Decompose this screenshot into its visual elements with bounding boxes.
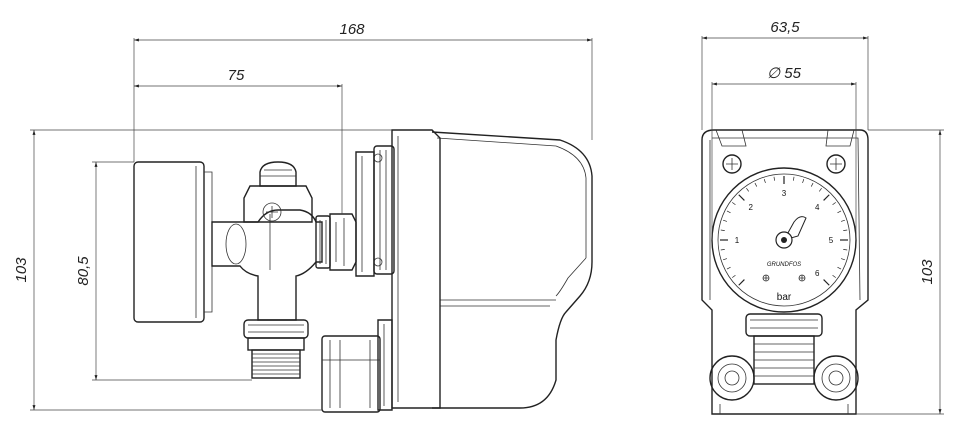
dim-height-side: 103 <box>13 129 392 411</box>
gauge-minor-tick <box>802 179 805 184</box>
front-manifold <box>709 313 859 414</box>
gauge-minor-tick <box>793 176 795 181</box>
gauge-scale-3: 3 <box>782 189 787 198</box>
gauge-unit-label: bar <box>777 292 792 303</box>
dim-diameter-label: ∅ 55 <box>767 65 802 82</box>
gauge-minor-tick <box>754 182 758 187</box>
gauge-minor-tick <box>726 266 731 270</box>
dim-inlet-height: 80,5 <box>75 161 252 381</box>
gauge-minor-tick <box>843 229 848 231</box>
gauge-screw-right-icon <box>798 274 806 282</box>
pump-housing <box>355 129 593 411</box>
gauge-minor-tick <box>720 229 725 231</box>
dim-80-5-label: 80,5 <box>75 256 92 286</box>
gauge-major-tick <box>738 279 745 286</box>
gauge-minor-tick <box>763 179 766 184</box>
gauge-ticks <box>720 176 848 286</box>
gauge-minor-tick <box>840 219 845 222</box>
gauge-needle <box>775 216 807 249</box>
dim-gauge-offset: 75 <box>134 67 343 214</box>
screw-right-icon <box>826 154 846 174</box>
gauge-scale-1: 1 <box>735 236 740 245</box>
gauge-side <box>133 161 213 323</box>
dim-75-label: 75 <box>228 67 245 84</box>
gauge-scale-4: 4 <box>815 203 820 212</box>
tee-fitting <box>211 161 357 379</box>
side-view: 168 75 103 80,5 <box>13 21 593 413</box>
gauge-minor-tick <box>832 202 836 206</box>
gauge-minor-tick <box>720 249 725 251</box>
gauge-minor-tick <box>732 202 736 206</box>
outlet-nut <box>321 335 381 413</box>
dim-height-front: 103 <box>856 129 944 415</box>
gauge-screw-left-icon <box>762 274 770 282</box>
gauge-scale-5: 5 <box>829 236 834 245</box>
gauge-scale-2: 2 <box>749 203 754 212</box>
gauge-minor-tick <box>723 258 728 261</box>
gauge-major-tick <box>823 194 830 201</box>
gauge-major-tick <box>738 194 745 201</box>
dim-gauge-diameter: ∅ 55 <box>711 65 857 240</box>
gauge-minor-tick <box>837 266 842 270</box>
front-view: 1 2 3 4 5 6 GRUNDFOS bar <box>701 19 944 415</box>
dim-103-front-label: 103 <box>919 259 936 285</box>
dim-overall-length: 168 <box>133 21 593 162</box>
gauge-minor-tick <box>837 210 842 214</box>
gauge-minor-tick <box>726 210 731 214</box>
gauge-minor-tick <box>723 219 728 222</box>
dim-width-front: 63,5 <box>701 19 869 130</box>
gauge-minor-tick <box>773 176 775 181</box>
gauge-front: 1 2 3 4 5 6 GRUNDFOS bar <box>711 167 857 313</box>
gauge-minor-tick <box>818 188 822 192</box>
dim-103-side-label: 103 <box>13 257 30 283</box>
gauge-minor-tick <box>840 258 845 261</box>
gauge-brand-label: GRUNDFOS <box>767 262 801 268</box>
screw-left-icon <box>722 154 742 174</box>
gauge-scale-6: 6 <box>815 269 820 278</box>
gauge-minor-tick <box>746 188 750 192</box>
dim-168-label: 168 <box>339 21 365 38</box>
gauge-minor-tick <box>832 274 836 278</box>
dim-63-5-label: 63,5 <box>770 19 800 36</box>
gauge-minor-tick <box>810 182 814 187</box>
gauge-major-tick <box>823 279 830 286</box>
gauge-minor-tick <box>843 249 848 251</box>
gauge-minor-tick <box>732 274 736 278</box>
